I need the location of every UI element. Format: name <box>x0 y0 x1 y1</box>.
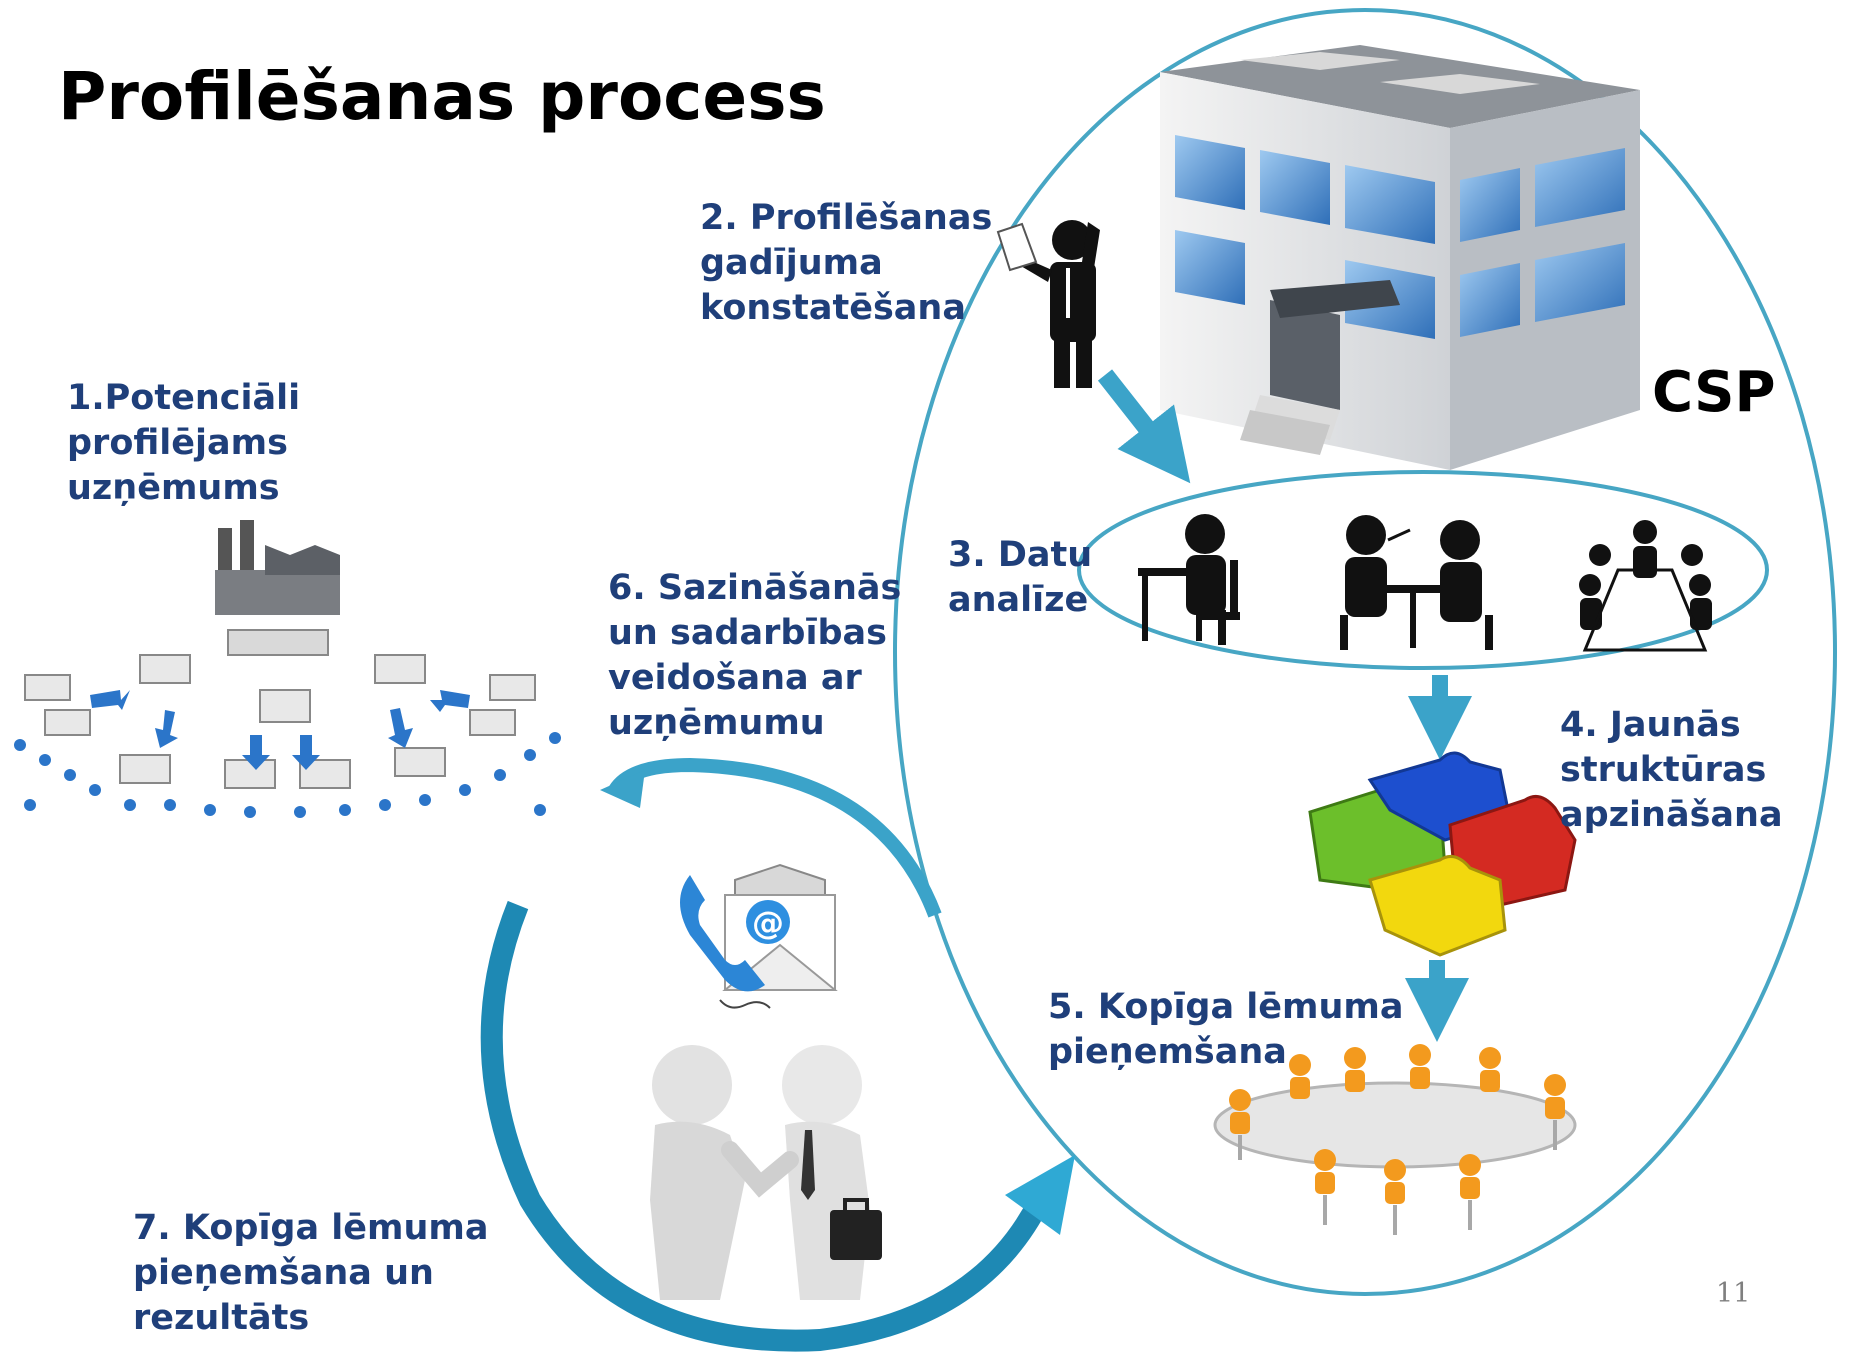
step-1-label: 1.Potenciāli profilējams uzņēmums <box>67 378 301 508</box>
csp-ellipse <box>893 8 1837 1296</box>
puzzle-icon <box>1308 751 1577 957</box>
meeting-table-icon <box>1579 520 1712 652</box>
step-3-label: 3. Datu analīze <box>948 535 1093 620</box>
page-number: 11 <box>1716 1278 1751 1309</box>
csp-label: CSP <box>1652 360 1776 425</box>
page-title: Profilēšanas process <box>58 58 826 135</box>
handshake-icon <box>650 1045 882 1300</box>
building-icon <box>1160 45 1640 470</box>
two-people-talking-icon <box>1340 515 1493 650</box>
cycle-arrow-lower-head <box>1005 1155 1075 1235</box>
step-4-label: 4. Jaunās struktūras apzināšana <box>1560 705 1783 835</box>
person-at-desk-icon <box>1138 514 1240 645</box>
arrow-to-analysis <box>1097 369 1191 484</box>
orange-team-meeting-icon <box>1213 1044 1577 1235</box>
cycle-arrow-lower <box>480 900 1050 1352</box>
step-7-label: 7. Kopīga lēmuma pieņemšana un rezultāts <box>133 1208 489 1338</box>
cycle-arrow-upper-head <box>600 770 645 808</box>
email-at-sign: @ <box>752 904 784 942</box>
data-analysis-ellipse <box>1077 470 1769 670</box>
step-2-label: 2. Profilēšanas gadījuma konstatēšana <box>700 198 993 328</box>
cycle-arrow-upper <box>609 757 942 918</box>
thinking-man-icon <box>996 220 1100 388</box>
step-5-label: 5. Kopīga lēmuma pieņemšana <box>1048 987 1404 1072</box>
phone-email-icon: @ <box>680 863 838 1009</box>
company-network-icon <box>14 520 561 818</box>
step-6-label: 6. Sazināšanās un sadarbības veidošana a… <box>608 568 902 743</box>
